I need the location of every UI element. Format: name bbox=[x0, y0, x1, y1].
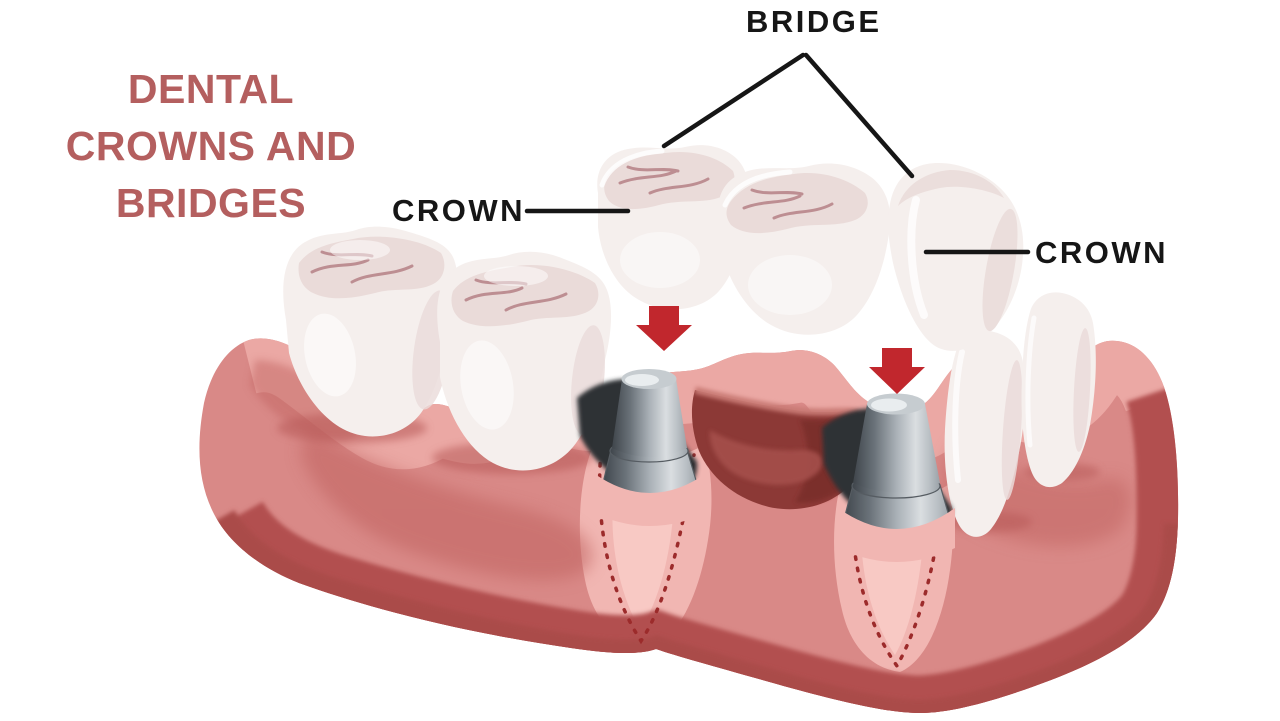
label-bridge: BRIDGE bbox=[746, 4, 882, 39]
arrow-down-icon bbox=[636, 306, 692, 351]
gum-over-stub-right bbox=[838, 508, 955, 562]
bridge-leader-line-right bbox=[803, 52, 915, 179]
gum-bottom-edge bbox=[213, 509, 1179, 714]
arrow-down-icon bbox=[869, 348, 925, 394]
page-title: DENTAL CROWNS AND BRIDGES bbox=[65, 66, 357, 227]
abutment-stub-left bbox=[577, 369, 708, 526]
gum-over-stub-left bbox=[592, 472, 708, 526]
premolar-on-gum-right-1 bbox=[944, 330, 1025, 537]
dotted-root-outline-left bbox=[597, 450, 696, 645]
pocket-rim bbox=[694, 386, 861, 417]
bridge-pontic bbox=[718, 163, 891, 335]
pocket-inner-swirl bbox=[709, 430, 823, 485]
label-crown-right: CROWN bbox=[1035, 235, 1169, 270]
premolar-on-gum-right-2 bbox=[1021, 292, 1096, 488]
bridge-crown-left bbox=[597, 145, 749, 310]
gum-shadow-left bbox=[300, 430, 592, 580]
abutment-stub-right bbox=[822, 393, 955, 562]
bridge-crown-right bbox=[888, 163, 1024, 351]
floating-bridge bbox=[597, 145, 1024, 351]
bridge-leader-line-left bbox=[661, 52, 806, 149]
molar-on-gum-left-1 bbox=[283, 226, 458, 437]
label-crown-left: CROWN bbox=[392, 193, 526, 228]
